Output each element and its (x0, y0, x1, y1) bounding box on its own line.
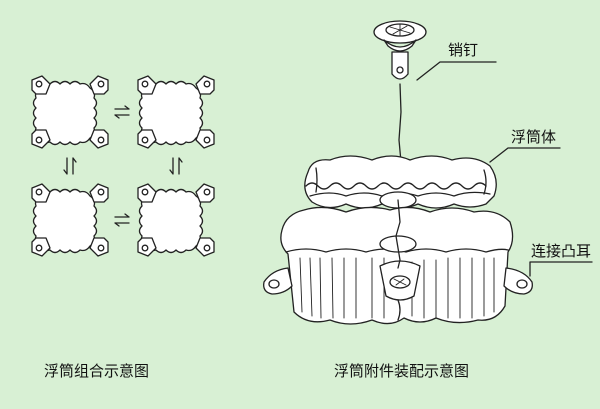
lug-label: 连接凸耳 (531, 242, 591, 260)
float-module-bottom-right (137, 183, 215, 257)
join-arrow-icon (114, 213, 130, 227)
float-module-top-left (31, 75, 109, 149)
float-body-leader-line (489, 147, 561, 163)
float-module-bottom-left (31, 183, 109, 257)
lug-leader-line (529, 261, 593, 277)
left-caption: 浮筒组合示意图 (44, 362, 149, 380)
join-arrow-icon (63, 157, 77, 175)
float-body-label: 浮筒体 (511, 128, 556, 146)
right-caption: 浮筒附件装配示意图 (334, 362, 469, 380)
pin-icon (373, 20, 427, 163)
float-combination-diagram (31, 75, 215, 257)
float-body (263, 155, 533, 325)
join-arrow-icon (169, 157, 183, 175)
float-module-top-right (137, 75, 215, 149)
pin-label: 销钉 (448, 41, 478, 59)
join-arrow-icon (114, 105, 130, 119)
float-assembly-diagram: 销钉 浮筒体 连接凸耳 (263, 20, 593, 325)
pin-leader-line (416, 61, 497, 81)
